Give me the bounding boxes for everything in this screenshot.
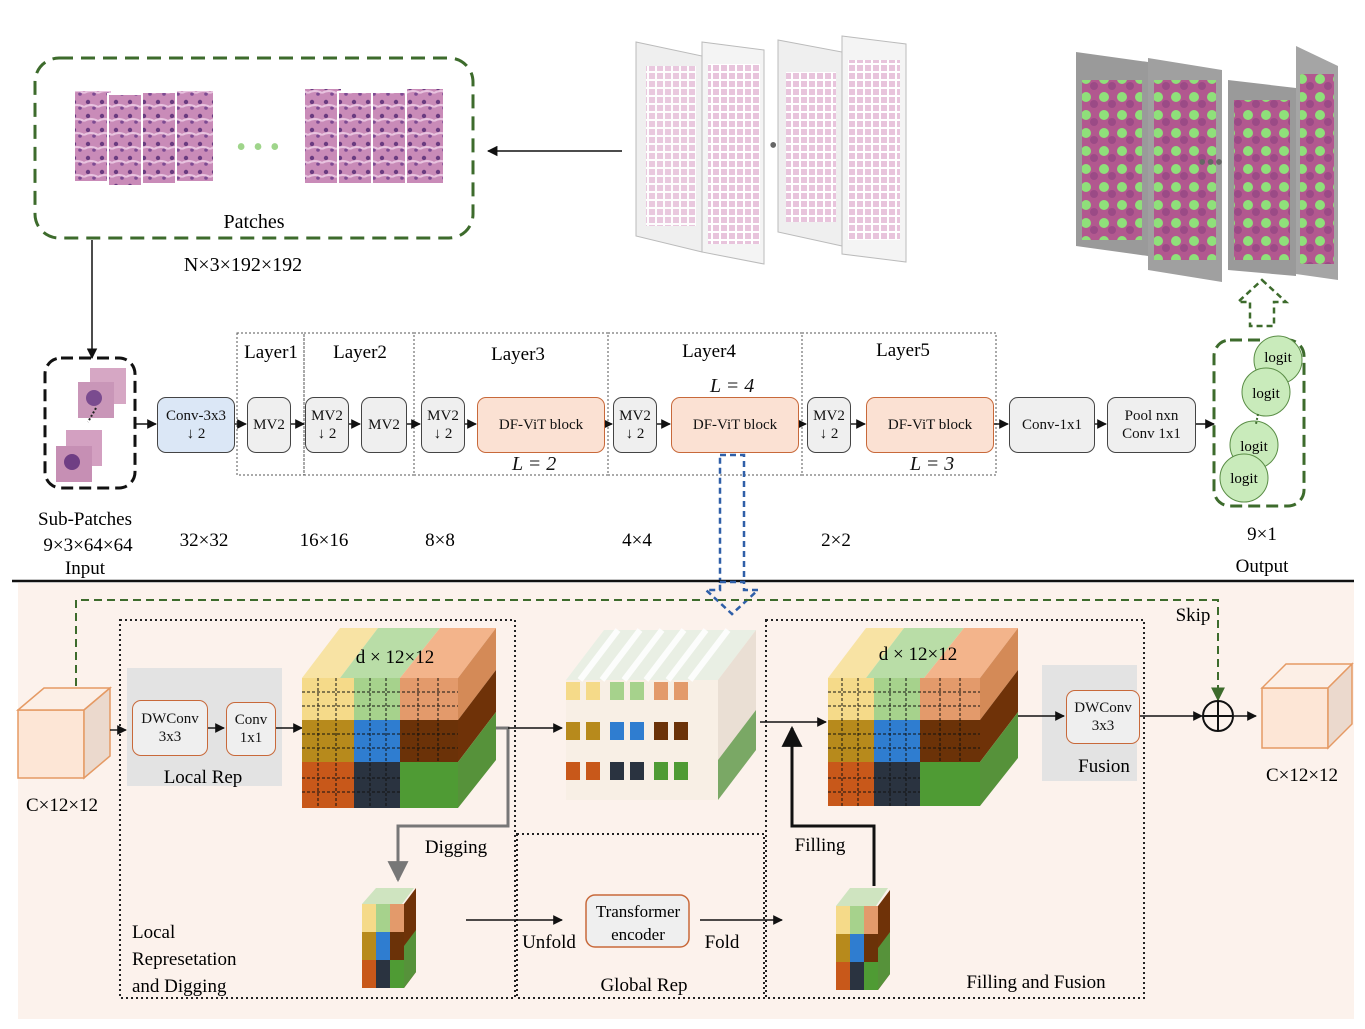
patches-frame — [33, 56, 475, 240]
global-rep-label: Global Rep — [600, 975, 687, 996]
res-16: 16×16 — [300, 530, 349, 551]
fold-label: Fold — [705, 932, 740, 953]
input-title: Sub-Patches — [38, 509, 132, 530]
unfolded-cube — [566, 628, 756, 800]
segmented-slide-stack-left — [1076, 52, 1222, 282]
local-panel-line-2: Represetation — [132, 949, 237, 970]
tiled-slide-stack-left — [635, 41, 765, 265]
skip-connection — [75, 599, 1225, 702]
add-icon — [1202, 700, 1234, 732]
filling-fusion-label: Filling and Fusion — [966, 972, 1106, 993]
mv2-block-1: MV2 — [247, 397, 291, 453]
fill-cube — [836, 888, 890, 990]
input-label: Input — [65, 558, 106, 579]
mv2-down-block-3: MV2↓ 2 — [613, 397, 657, 453]
res-8: 8×8 — [425, 530, 455, 551]
conv3x3-block: Conv-3x3 ↓ 2 — [157, 397, 235, 453]
patches-label: Patches — [223, 211, 284, 233]
fusion-label: Fusion — [1078, 756, 1130, 777]
transformer-line-2: encoder — [611, 925, 665, 944]
logit-bubbles: logit logit logit logit — [1219, 335, 1303, 503]
mv2-down-block-2: MV2↓ 2 — [421, 397, 465, 453]
filling-arrow — [781, 725, 876, 886]
patch-stack-right — [303, 87, 445, 185]
skip-label: Skip — [1176, 605, 1211, 626]
output-frame — [1212, 338, 1306, 508]
output-cube — [1260, 662, 1354, 750]
sub-patch-images — [56, 368, 126, 482]
cube-2-label: d × 12×12 — [879, 644, 957, 665]
local-panel-line-3: and Digging — [132, 976, 227, 997]
fusion-panel — [765, 619, 1145, 999]
digging-label: Digging — [425, 837, 488, 858]
local-panel-line-1: Local — [132, 922, 175, 943]
local-panel — [119, 619, 516, 999]
layer3-L: L = 2 — [512, 453, 557, 475]
res-32: 32×32 — [180, 530, 229, 551]
conv3x3-text: Conv-3x3 — [166, 408, 226, 424]
mv2-down-block-4: MV2↓ 2 — [807, 397, 851, 453]
local-rep-label: Local Rep — [164, 767, 243, 788]
feature-cube-2 — [828, 628, 1018, 806]
logit-3: logit — [1240, 439, 1268, 455]
logit-4: logit — [1230, 471, 1258, 487]
transformer-line-1: Transformer — [596, 902, 681, 921]
feature-cube-1 — [302, 628, 496, 808]
patches-dims: N×3×192×192 — [184, 254, 302, 276]
input-cube — [15, 686, 113, 780]
logit-1: logit — [1264, 350, 1292, 366]
layer1-label: Layer1 — [244, 342, 298, 363]
dfvit-block-layer4: DF-ViT block — [671, 397, 799, 453]
conv1x1-block: Conv-1x1 — [1009, 397, 1095, 453]
layer5-box — [801, 332, 997, 476]
output-label: Output — [1236, 556, 1290, 577]
tiled-slide-stack-right — [777, 35, 907, 263]
res-2: 2×2 — [821, 530, 851, 551]
layer4-L: L = 4 — [710, 375, 755, 397]
output-up-arrow — [1234, 278, 1290, 328]
dfvit-block-layer5: DF-ViT block — [866, 397, 994, 453]
slide-ellipsis-right: ••• — [1198, 150, 1223, 176]
res-4: 4×4 — [622, 530, 652, 551]
patch-ellipsis: • • • — [236, 132, 279, 163]
segmented-slide-stack-right — [1228, 46, 1338, 280]
sub-patches-frame — [43, 356, 137, 490]
output-dims: 9×1 — [1247, 524, 1277, 545]
layer5-label: Layer5 — [876, 340, 930, 361]
global-panel — [516, 833, 765, 999]
input-cube-dims: C×12×12 — [26, 795, 98, 816]
cube-1-label: d × 12×12 — [356, 647, 434, 668]
layer5-L: L = 3 — [910, 453, 955, 475]
layer2-label: Layer2 — [333, 342, 387, 363]
logit-2: logit — [1252, 386, 1280, 402]
dug-cube — [362, 888, 416, 988]
digging-arrow — [387, 726, 510, 883]
dfvit-block-layer3: DF-ViT block — [477, 397, 605, 453]
layer4-label: Layer4 — [682, 341, 736, 362]
unfold-label: Unfold — [522, 932, 576, 953]
mv2-block-2: MV2 — [361, 397, 407, 453]
transformer-encoder-box — [585, 894, 690, 948]
output-cube-dims: C×12×12 — [1266, 765, 1338, 786]
layer3-label: Layer3 — [491, 344, 545, 365]
patch-stack-left — [73, 89, 215, 187]
filling-label: Filling — [795, 835, 846, 856]
input-dims: 9×3×64×64 — [43, 535, 133, 556]
conv3x3-stride: ↓ 2 — [186, 426, 206, 442]
mv2-down-block-1: MV2↓ 2 — [305, 397, 349, 453]
